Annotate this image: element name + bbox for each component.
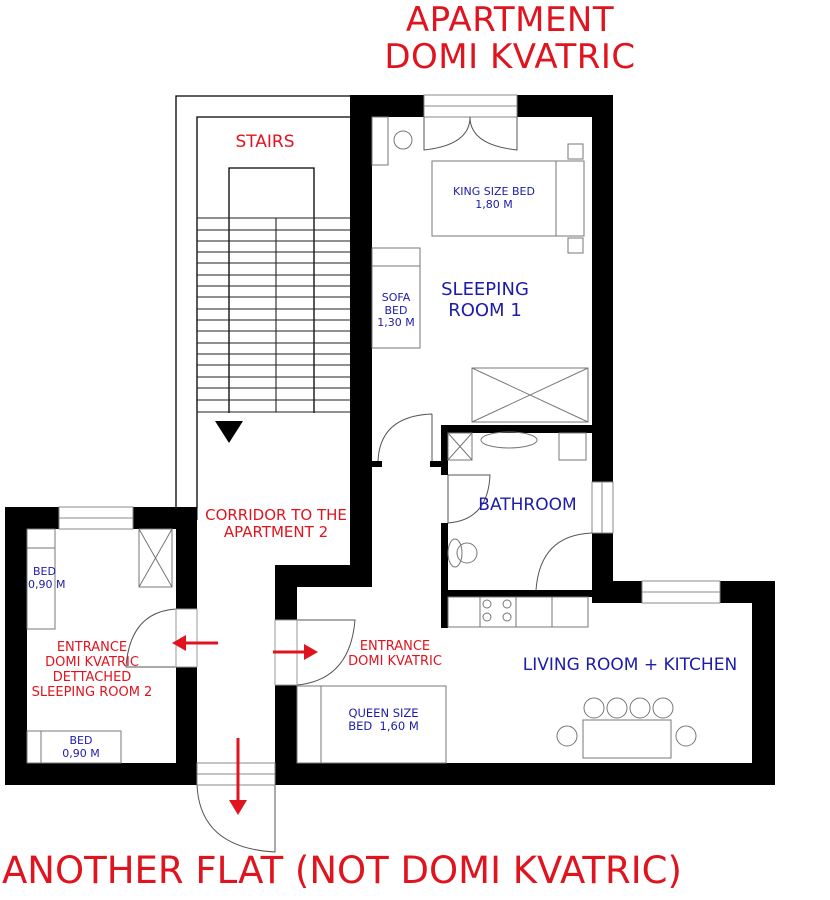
entrance-arrows: [172, 635, 318, 815]
sleeping-room-1-label: SLEEPING ROOM 1: [441, 279, 529, 321]
page-title: APARTMENT DOMI KVATRIC: [340, 2, 680, 75]
living-room-label: LIVING ROOM + KITCHEN: [522, 655, 738, 675]
left-arrow-icon: [172, 635, 218, 651]
bed-bottom-label: BED 0,90 M: [62, 734, 100, 760]
right-arrow-icon: [273, 644, 318, 660]
apartment-walls: [275, 95, 775, 785]
windows: [58, 94, 721, 786]
stairs-label: STAIRS: [235, 132, 295, 152]
furniture: [26, 116, 697, 764]
door-swings: [125, 116, 593, 853]
detached-room-label: ENTRANCE DOMI KVATRIC DETTACHED SLEEPING…: [31, 640, 153, 700]
stair-steps: [197, 217, 350, 413]
title-line-1: APARTMENT: [405, 0, 615, 40]
bed-top-label: BED 0,90 M: [28, 565, 66, 591]
sofa-bed-label: SOFA BED 1,30 M: [377, 291, 415, 330]
stairwell: [175, 95, 350, 508]
king-bed-label: KING SIZE BED 1,80 M: [453, 185, 535, 211]
footer-note: ANOTHER FLAT (NOT DOMI KVATRIC): [2, 849, 682, 892]
bathroom-label: BATHROOM: [478, 495, 577, 515]
detached-room-walls: [5, 507, 197, 785]
down-arrow-icon: [229, 738, 247, 815]
title-line-2: DOMI KVATRIC: [384, 36, 636, 77]
main-entrance-label: ENTRANCE DOMI KVATRIC: [348, 639, 442, 669]
corridor-label: CORRIDOR TO THE APARTMENT 2: [205, 506, 347, 542]
down-triangle-arrow-icon: [215, 421, 243, 443]
queen-bed-label: QUEEN SIZE BED 1,60 M: [348, 706, 419, 734]
